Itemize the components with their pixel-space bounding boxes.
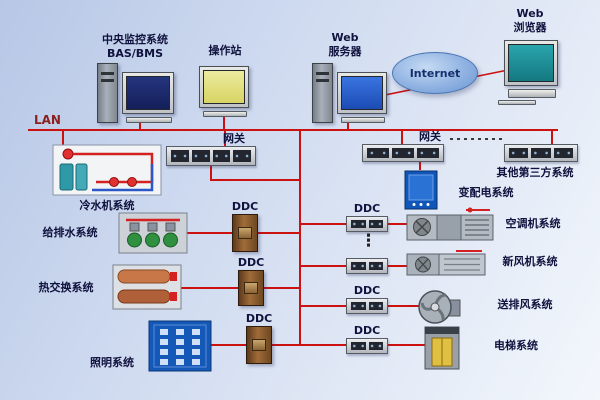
operator-station-label: 操作站 [208,44,242,57]
ddc-label: DDC [353,284,381,297]
central-screen [126,76,170,110]
water-supply-label: 给排水系统 [42,226,98,239]
ddc-label: DDC [353,324,381,337]
elevator-label: 电梯系统 [494,339,538,352]
ddc-module [346,338,388,354]
internet-label: Internet [409,66,461,80]
operator-screen [203,70,245,104]
central-keyboard [126,117,172,123]
lighting-system-label: 照明系统 [90,356,134,369]
ddc-plate [251,338,267,352]
gateway-left-label: 网关 [223,132,245,145]
rack-slot [233,150,251,162]
air-handling-unit [406,207,494,241]
rack-slot [367,148,389,158]
rack-slot [392,148,414,158]
third-party-system-label: 其他第三方系统 [496,166,574,179]
ddc-module [346,258,388,274]
internet-cloud: Internet [392,52,478,94]
vertical-ellipsis: ⋮ [360,231,377,251]
rack-slot [368,302,383,310]
gateway-right-rack [362,144,444,162]
web-browser-screen [508,44,554,82]
exhaust-fan [418,290,461,324]
chiller-equipment [52,144,162,196]
web-server-monitor [337,72,387,114]
web-server-label-line1: Web [331,31,359,44]
fresh-air-label: 新风机系统 [502,255,558,268]
third-party-rack [504,144,578,162]
central-station-label: 中央监控系统 BAS/BMS [75,33,195,61]
web-browser-label-line2: 浏览器 [513,20,547,34]
ddc-label: DDC [245,312,273,325]
web-browser-monitor [504,40,558,86]
heat-exchange-label: 热交换系统 [38,281,94,294]
ddc-controller [238,270,264,306]
power-distribution-cabinet [404,170,438,210]
central-station-label-line1: 中央监控系统 [102,33,168,46]
ddc-controller [246,326,272,364]
lighting-panel [148,320,212,372]
rack-slot [351,262,366,270]
elevator-equipment [424,326,460,370]
web-browser-desktop-unit [508,89,556,98]
rack-slot [171,150,189,162]
gateway-left-to-riser [210,166,300,181]
air-handling-label: 空调机系统 [505,217,561,230]
ddc-plate [237,226,253,240]
chiller-system-label: 冷水机系统 [79,199,135,212]
rack-slot [368,262,383,270]
rack-slot [351,342,366,350]
central-computer-tower [97,63,118,123]
ddc-plate [243,281,259,295]
ddc-controller [232,214,258,252]
rack-slot [417,148,439,158]
rack-slot [553,148,573,158]
fresh-air-unit [406,250,486,276]
operator-monitor [199,66,249,108]
gateway-left-rack [166,146,256,166]
gateway-right-label: 网关 [419,130,441,143]
rack-slot [191,150,210,162]
ddc-module [346,216,388,232]
ddc-label: DDC [353,202,381,215]
web-server-label-line2: 服务器 [328,44,362,58]
central-monitor [122,72,174,114]
web-server-tower [312,63,333,123]
operator-keyboard [203,111,247,117]
lan-label: LAN [34,113,61,127]
central-station-label-line2: BAS/BMS [106,46,164,60]
rack-slot [351,302,366,310]
web-server-screen [341,76,383,110]
rack-slot [368,220,383,228]
power-distribution-label: 变配电系统 [458,186,514,199]
web-server-keyboard [341,117,385,123]
exhaust-fan-label: 送排风系统 [497,298,553,311]
ddc-label: DDC [231,200,259,213]
water-supply-equipment [118,212,188,254]
rack-slot [368,342,383,350]
rack-slot [509,148,529,158]
ddc-module [346,298,388,314]
rack-slot [531,148,551,158]
ddc-label: DDC [237,256,265,269]
rack-slot [212,150,231,162]
heat-exchange-equipment [112,264,182,310]
web-browser-label: Web 浏览器 [494,7,566,35]
web-browser-label-line1: Web [516,7,544,20]
rack-slot [351,220,366,228]
web-browser-keyboard [498,100,536,105]
web-server-label: Web 服务器 [310,31,380,59]
